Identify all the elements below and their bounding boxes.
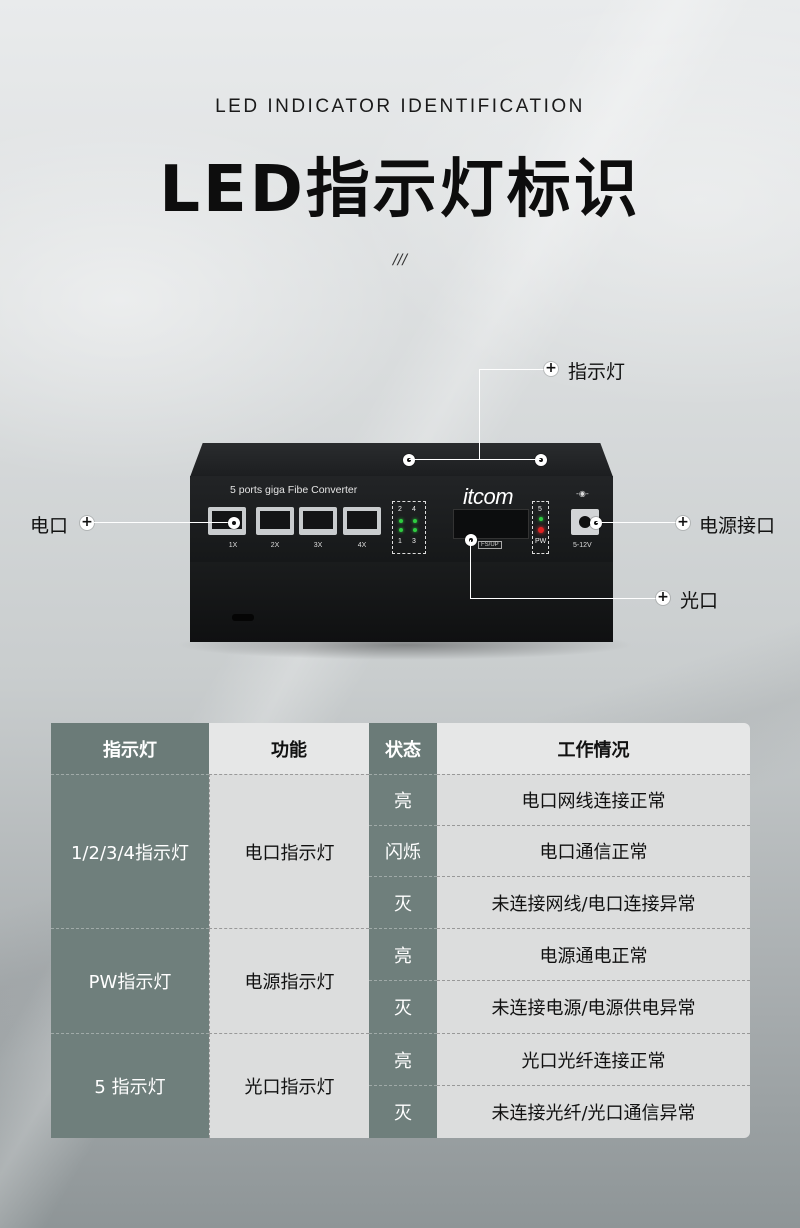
led-indicator: [399, 519, 403, 523]
device-top: [190, 443, 613, 477]
header-title: LED指示灯标识: [159, 153, 641, 227]
description-cell: 未连接光纤/光口通信异常: [437, 1086, 750, 1138]
dc-jack: [571, 509, 599, 535]
led-indicator-table: 指示灯 功能 状态 工作情况 1/2/3/4指示灯 电口指示灯 亮 电口网线连接…: [51, 723, 750, 1138]
state-cell: 亮: [369, 774, 437, 826]
device-slot: [232, 614, 254, 621]
callout-line: [470, 598, 660, 599]
plus-icon: +: [80, 514, 94, 530]
state-cell: 亮: [369, 1034, 437, 1086]
callout-line: [596, 522, 678, 523]
description-cell: 电源通电正常: [437, 929, 750, 981]
led-number: 2: [398, 506, 402, 513]
description-cell: 光口光纤连接正常: [437, 1034, 750, 1086]
pw-label: PW: [535, 538, 547, 545]
dc-label: 5-12V: [573, 542, 592, 549]
ethernet-port-1: [208, 507, 246, 535]
callout-line: [94, 522, 234, 523]
ethernet-port-3: [299, 507, 337, 535]
pw-led-box: [532, 501, 549, 554]
ethernet-port-4: [343, 507, 381, 535]
target-marker-icon: [590, 517, 602, 529]
description-cell: 未连接网线/电口连接异常: [437, 877, 750, 929]
fiber-port: [453, 509, 529, 539]
state-cell: 亮: [369, 929, 437, 981]
port-label: 1X: [228, 542, 238, 549]
led-number: 4: [412, 506, 416, 513]
header-divider: ///: [392, 252, 408, 268]
state-cell: 灭: [369, 1086, 437, 1138]
group-function-cell: 电口指示灯: [209, 774, 369, 929]
callout-line: [409, 459, 541, 460]
port-label: 4X: [357, 542, 367, 549]
dc-symbol-icon: -◉-: [576, 489, 589, 498]
target-marker-icon: [228, 517, 240, 529]
callout-line: [479, 369, 480, 460]
target-marker-icon: [403, 454, 415, 466]
group-function-cell: 电源指示灯: [209, 929, 369, 1034]
led-number: 1: [398, 538, 402, 545]
group-indicator-cell: 5 指示灯: [51, 1034, 209, 1138]
led-indicator-5: [539, 517, 543, 521]
callout-ethernet-label: 电口: [30, 515, 69, 537]
group-indicator-cell: 1/2/3/4指示灯: [51, 774, 209, 929]
plus-icon: +: [676, 514, 690, 530]
device-base: [190, 562, 613, 642]
description-cell: 未连接电源/电源供电异常: [437, 981, 750, 1034]
header-subtitle: LED INDICATOR IDENTIFICATION: [215, 96, 585, 117]
table-header-indicator: 指示灯: [51, 723, 209, 774]
target-marker-icon: [535, 454, 547, 466]
description-cell: 电口通信正常: [437, 826, 750, 877]
state-cell: 灭: [369, 877, 437, 929]
table-header-description: 工作情况: [437, 723, 750, 774]
target-marker-icon: [465, 534, 477, 546]
state-cell: 闪烁: [369, 826, 437, 877]
state-cell: 灭: [369, 981, 437, 1034]
description-cell: 电口网线连接正常: [437, 774, 750, 826]
callout-line: [479, 369, 545, 370]
table-header-function: 功能: [209, 723, 369, 774]
pw-number: 5: [538, 506, 542, 513]
table-header-state: 状态: [369, 723, 437, 774]
plus-icon: +: [656, 589, 670, 605]
group-indicator-cell: PW指示灯: [51, 929, 209, 1034]
fiber-tag: FS/UP: [478, 541, 502, 549]
group-function-cell: 光口指示灯: [209, 1034, 369, 1138]
plus-icon: +: [544, 360, 558, 376]
pw-led: [538, 527, 544, 533]
led-indicator: [399, 528, 403, 532]
port-label: 3X: [313, 542, 323, 549]
port-label: 2X: [270, 542, 280, 549]
callout-line: [470, 540, 471, 598]
callout-indicator-label: 指示灯: [568, 361, 626, 383]
callout-optical-label: 光口: [680, 590, 719, 612]
ethernet-port-2: [256, 507, 294, 535]
device-label: 5 ports giga Fibe Converter: [230, 484, 358, 496]
brand-logo: itcom: [463, 484, 514, 509]
led-number: 3: [412, 538, 416, 545]
led-group-box: [392, 501, 426, 554]
callout-power-port-label: 电源接口: [699, 515, 776, 537]
led-indicator: [413, 519, 417, 523]
led-indicator: [413, 528, 417, 532]
